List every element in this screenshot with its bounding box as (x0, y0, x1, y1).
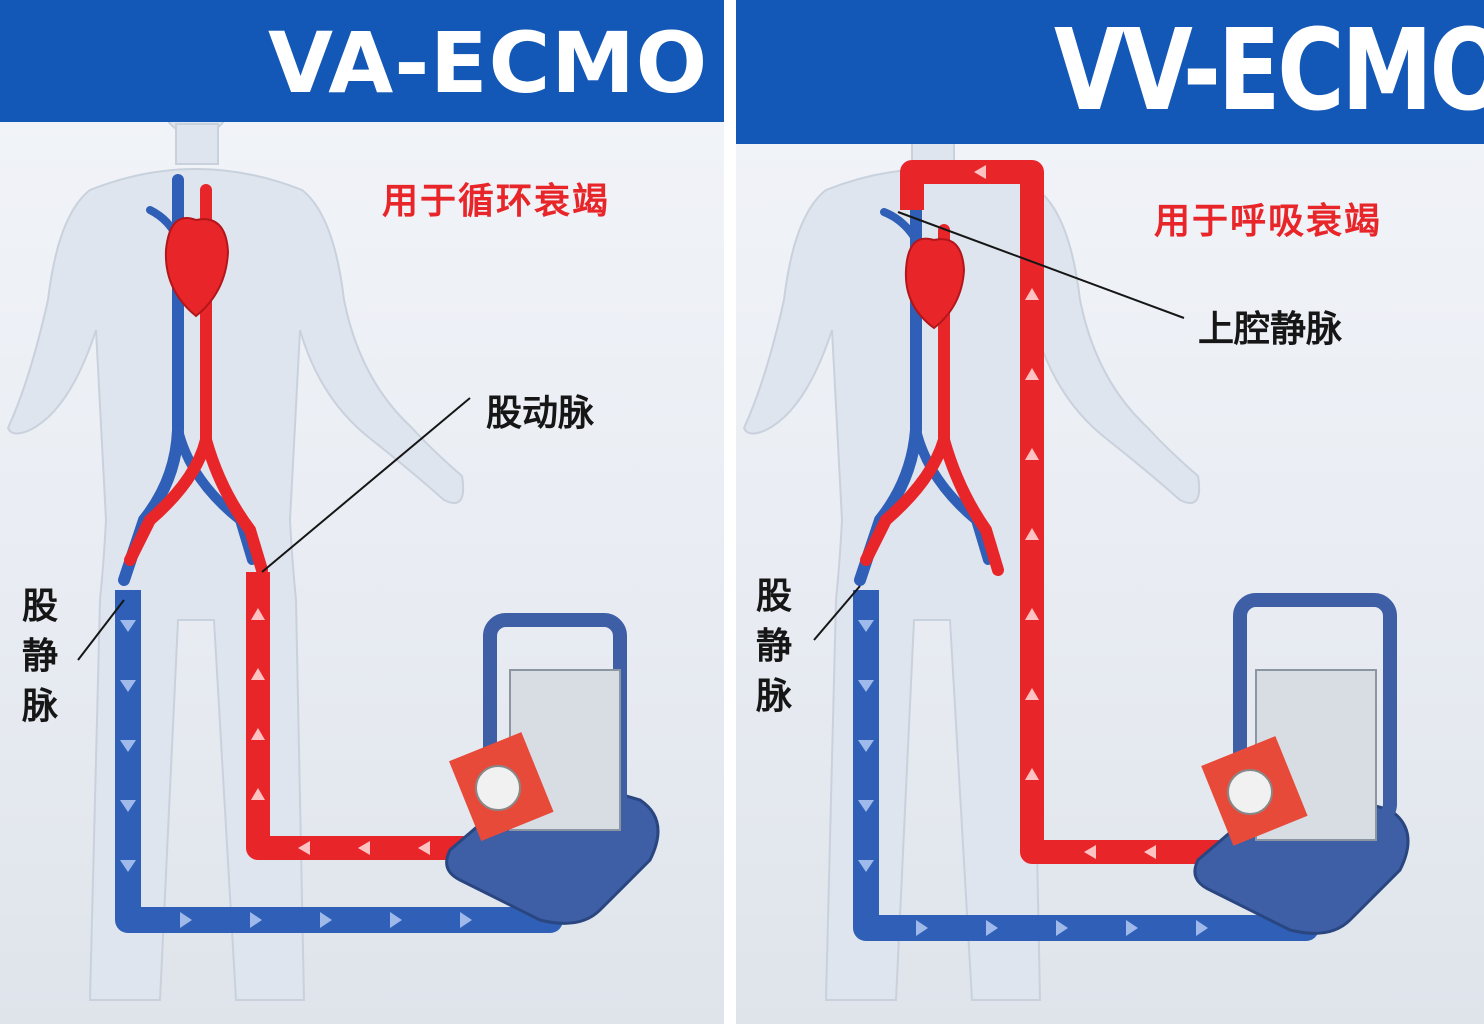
va-ecmo-scene (6, 19, 660, 1001)
usage-text: 用于循环衰竭 (382, 181, 611, 222)
femoral-vein-label: 股静脉 (755, 576, 792, 717)
svc-leader-line (897, 211, 1185, 319)
title-banner (0, 0, 724, 122)
usage-text: 用于呼吸衰竭 (1154, 201, 1383, 242)
heart-icon (164, 217, 230, 318)
ecmo-machine-icon (445, 613, 660, 925)
oxygenated-return-line (900, 160, 1236, 864)
vein-leader-line (77, 599, 125, 661)
ecmo-machine-icon (1193, 593, 1410, 935)
vv-ecmo-panel: VV-ECMO 用于呼吸衰竭 上腔静脉 股静脉 (736, 0, 1484, 1024)
va-ecmo-panel: VA-ECMO 用于循环衰竭 股动脉 股静脉 (0, 0, 724, 1024)
vein-leader-line (813, 585, 861, 641)
vessels (854, 194, 1004, 586)
superior-vena-cava-label: 上腔静脉 (1198, 309, 1343, 350)
title-banner (736, 0, 1484, 144)
vv-ecmo-title: VV-ECMO (1054, 6, 1484, 136)
artery-leader-line (261, 397, 471, 573)
arterial-return-line (246, 572, 480, 860)
femoral-vein-label: 股静脉 (21, 586, 58, 727)
femoral-artery-label: 股动脉 (486, 393, 595, 434)
heart-icon (904, 237, 966, 330)
vv-ecmo-scene (742, 19, 1410, 1001)
panel-divider (724, 0, 736, 1024)
va-ecmo-title: VA-ECMO (268, 14, 709, 112)
